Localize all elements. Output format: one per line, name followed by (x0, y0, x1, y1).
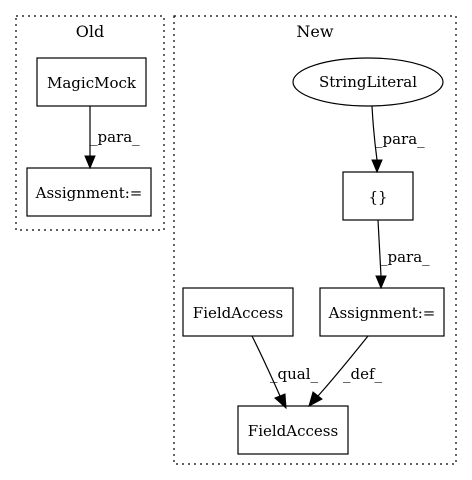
edge-def-label: _def_ (343, 365, 383, 383)
edge-braces-label: _para_ (380, 248, 430, 266)
edge-braces-to-assignment: _para_ (375, 219, 430, 290)
node-magicmock[interactable]: MagicMock (36, 57, 147, 107)
cluster-new-label: New (296, 22, 333, 41)
edge-stringliteral-to-braces: _para_ (371, 105, 425, 174)
node-fieldaccess-target-label: FieldAccess (248, 422, 338, 440)
edge-magicmock-label: _para_ (90, 128, 140, 146)
cluster-new: New (173, 15, 457, 465)
edge-fieldaccess-qual: _qual_ (251, 335, 319, 410)
edge-assignment-def: _def_ (308, 335, 383, 408)
node-braces-label: {} (368, 188, 387, 206)
node-new-assignment-label: Assignment:= (328, 304, 436, 322)
node-magicmock-label: MagicMock (47, 74, 137, 92)
node-fieldaccess-target[interactable]: FieldAccess (237, 405, 349, 455)
cluster-old-label: Old (76, 22, 104, 41)
node-new-assignment[interactable]: Assignment:= (319, 287, 445, 337)
node-stringliteral-label: StringLiteral (319, 73, 417, 91)
cluster-new-border (173, 15, 457, 465)
edge-qual-label: _qual_ (270, 365, 319, 383)
edge-magicmock-to-assignment: _para_ (84, 106, 140, 170)
node-old-assignment-label: Assignment:= (35, 184, 143, 202)
cluster-old: Old (15, 15, 165, 231)
node-braces[interactable]: {} (342, 171, 414, 221)
cluster-old-border (15, 15, 165, 231)
edge-stringliteral-label: _para_ (375, 130, 425, 148)
node-old-assignment[interactable]: Assignment:= (26, 167, 152, 217)
node-stringliteral[interactable]: StringLiteral (292, 57, 444, 107)
node-fieldaccess-source-label: FieldAccess (193, 304, 283, 322)
node-fieldaccess-source[interactable]: FieldAccess (182, 287, 294, 337)
